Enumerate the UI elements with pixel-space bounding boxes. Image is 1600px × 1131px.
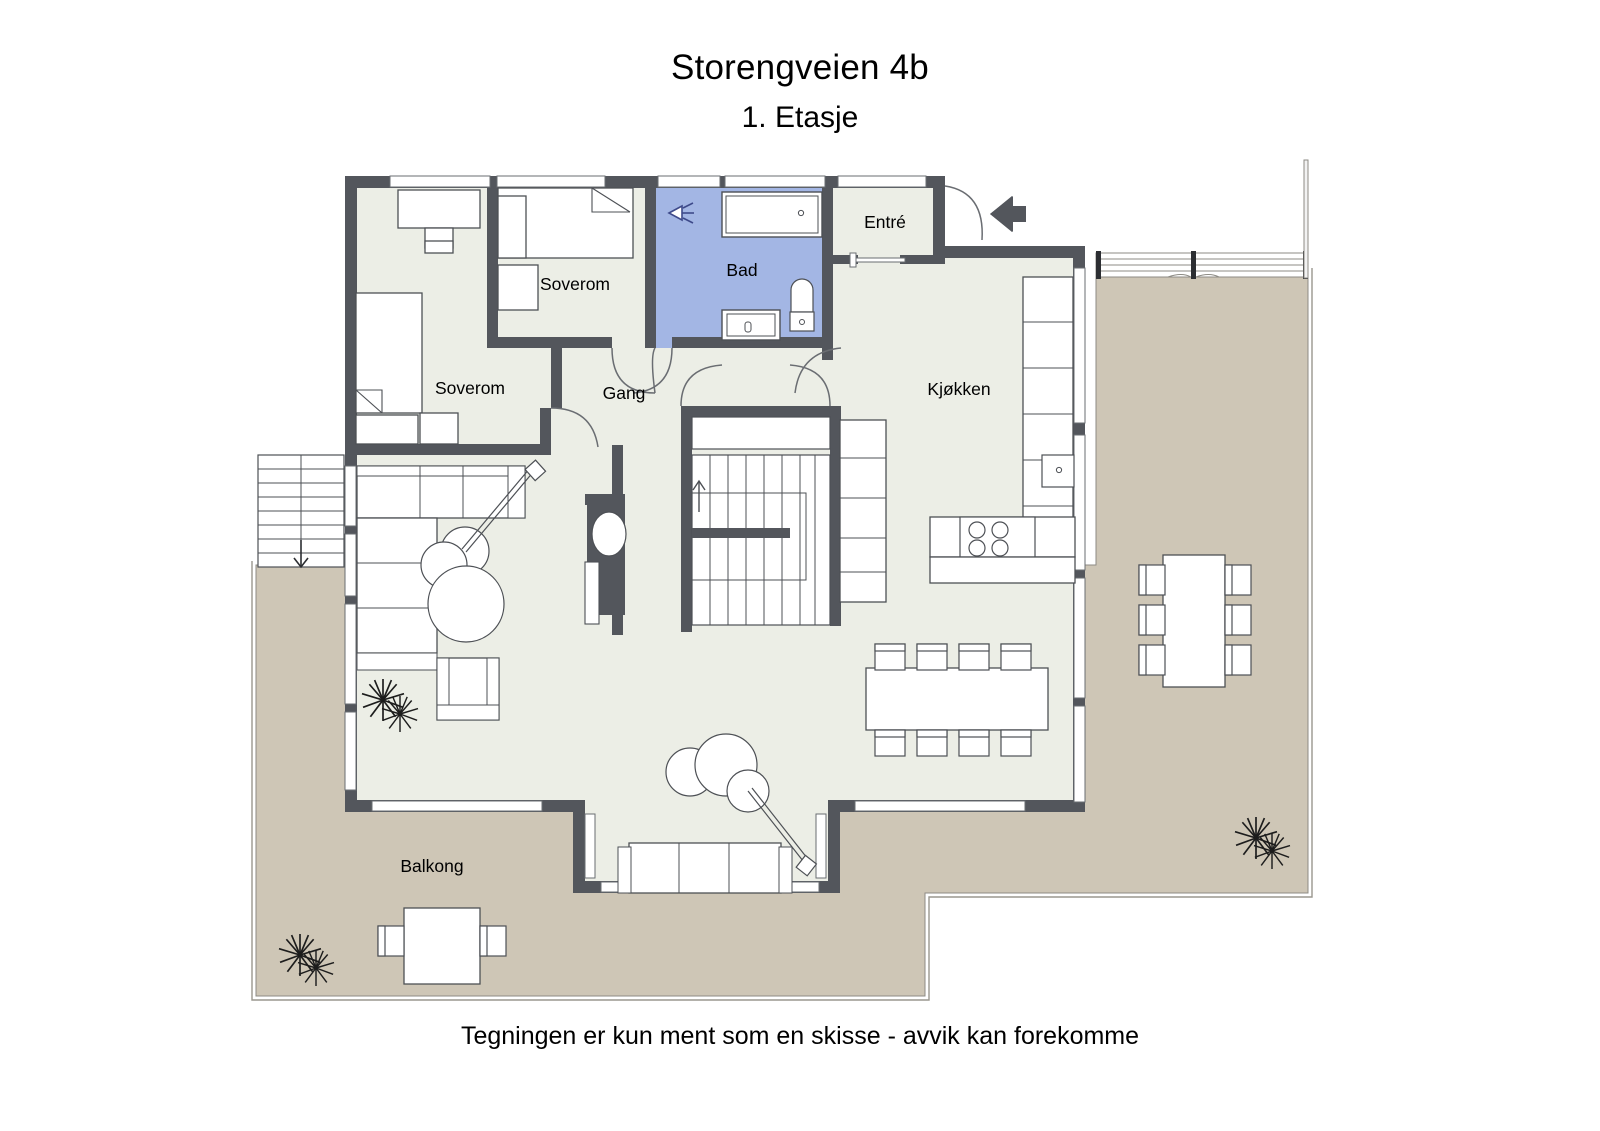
bedroom-north-furniture [497,187,634,311]
bedroom-west-furniture [355,189,481,445]
room-label-balkong: Balkong [400,856,463,876]
door-swings [550,185,983,448]
room-labels: Soverom Soverom Bad Entré Gang Kjøkken B… [400,212,990,876]
windows-top [389,175,927,188]
balcony-furniture [377,907,507,985]
windows-left [344,465,357,791]
room-label-bad: Bad [726,260,757,280]
outdoor-dining-set [1138,554,1252,688]
room-label-soverom-nord: Soverom [540,274,610,294]
living-room-furniture [356,459,818,894]
indoor-dining-set [865,643,1049,757]
room-label-entre: Entré [864,212,906,232]
outdoor-chairs-right [1224,564,1252,676]
outdoor-chairs-left [1138,564,1166,676]
kitchen-fixtures [839,276,1076,603]
interior-staircase [691,416,831,626]
disclaimer-note: Tegningen er kun ment som en skisse - av… [460,1022,1140,1050]
room-label-kjokken: Kjøkken [927,379,990,399]
exterior-stair-down-arrow [293,540,309,569]
room-label-soverom-vest: Soverom [435,378,505,398]
sliding-door-entry [849,252,906,268]
bathroom-fixtures [667,191,823,341]
exterior-staircase [257,454,345,569]
room-label-gang: Gang [603,383,646,403]
terrace-railing [1095,159,1309,279]
entrance-direction-arrow [990,196,1026,232]
windows-right [1073,267,1086,803]
